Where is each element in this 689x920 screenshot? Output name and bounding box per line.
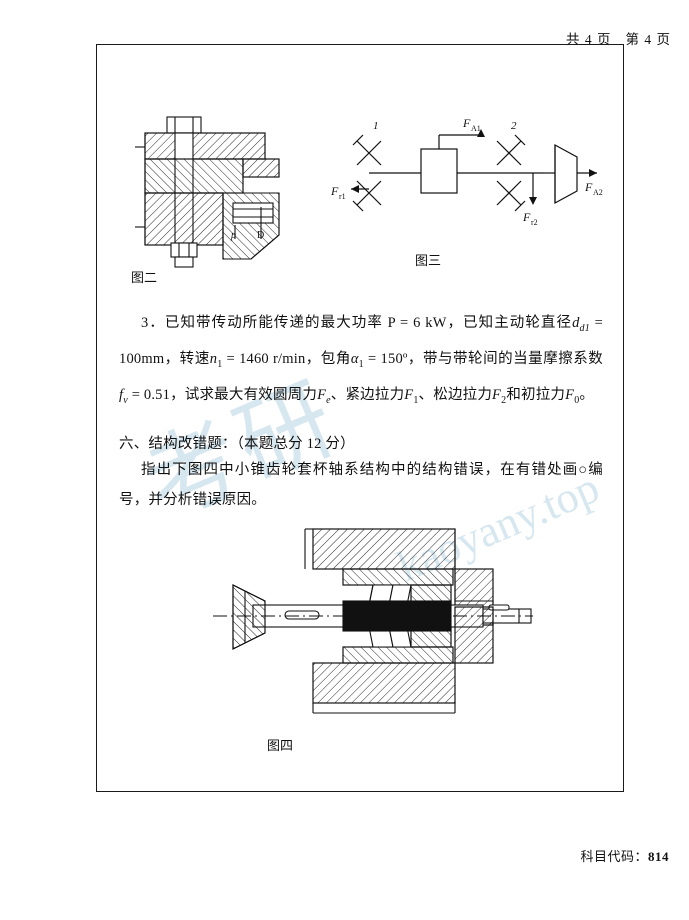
q3-F2-sub: 2: [501, 394, 507, 406]
q3-text-6: 、紧边拉力: [330, 386, 405, 403]
fig3-label-FA2: F: [584, 180, 593, 194]
subject-code: 科目代码：814: [580, 846, 669, 865]
page-header: 共 4 页第 4 页: [566, 28, 671, 48]
figure-two: p D: [123, 107, 333, 307]
q3-text-7: 、松边拉力: [418, 386, 493, 403]
q3-n1: n: [209, 350, 218, 367]
fig3-label-Fr1-sub: r1: [339, 192, 346, 201]
figure-three: 1 2 F A1 F A2 F r1 F r2: [329, 105, 619, 265]
q3-text-1: 已知带传动所能传递的最大功率 P = 6 kW，已知主动轮直径: [164, 315, 573, 331]
q3-F0: F: [565, 386, 575, 403]
figure-three-caption: 图三: [415, 253, 442, 268]
q3-text-2: = 100mm，转速: [119, 315, 603, 367]
q3-Fe: F: [317, 386, 327, 403]
q3-alpha1: α: [350, 350, 359, 367]
fig3-mark-2: 2: [511, 120, 517, 132]
total-pages-label: 共 4 页: [566, 32, 612, 47]
fig3-label-Fr2-sub: r2: [531, 218, 538, 227]
subject-code-value: 814: [648, 849, 669, 864]
question-3: 3．已知带传动所能传递的最大功率 P = 6 kW，已知主动轮直径dd1 = 1…: [119, 308, 603, 416]
fig3-mark-1: 1: [373, 120, 379, 132]
q3-fv: f: [119, 386, 124, 403]
question-6-title: 六、结构改错题：（本题总分 12 分）: [119, 436, 355, 452]
q3-text-8: 和初拉力: [506, 386, 566, 403]
subject-code-label: 科目代码：: [580, 849, 648, 864]
q3-alpha1-sub: 1: [358, 358, 364, 370]
q3-text-9: 。: [579, 386, 595, 403]
q3-d1-sub: d1: [579, 322, 590, 334]
figure-two-caption: 图二: [131, 270, 158, 285]
q3-F1-sub: 1: [413, 394, 419, 406]
q3-F1: F: [404, 386, 414, 403]
q3-n1-sub: 1: [217, 358, 223, 370]
fig3-label-Fr2: F: [522, 210, 531, 224]
q3-text-3: = 1460 r/min，包角: [222, 350, 351, 367]
fig2-label-p: p: [230, 230, 236, 241]
page-border: p D 图二: [96, 44, 624, 792]
q3-fv-sub: v: [123, 394, 128, 406]
current-page-label: 第 4 页: [625, 32, 671, 47]
q3-d1: d: [572, 315, 580, 331]
q3-text-5: = 0.51，试求最大有效圆周力: [127, 386, 318, 403]
q3-number: 3．: [141, 315, 165, 331]
fig3-label-Fr1: F: [330, 184, 339, 198]
fig2-label-D: D: [257, 230, 264, 241]
q3-text-4: = 150º，带与带轮间的当量摩擦系数: [363, 350, 603, 367]
question-6-body: 指出下图四中小锥齿轮套杯轴系结构中的结构错误，在有错处画○编号，并分析错误原因。: [119, 462, 603, 508]
figure-four-caption: 图四: [267, 738, 294, 753]
fig3-label-FA1: F: [462, 116, 471, 130]
fig3-label-FA2-sub: A2: [593, 188, 603, 197]
q3-Fe-sub: e: [326, 394, 331, 406]
q3-F0-sub: 0: [574, 394, 580, 406]
figure-four: [193, 505, 543, 735]
fig3-label-FA1-sub: A1: [471, 124, 481, 133]
q3-F2: F: [492, 386, 502, 403]
